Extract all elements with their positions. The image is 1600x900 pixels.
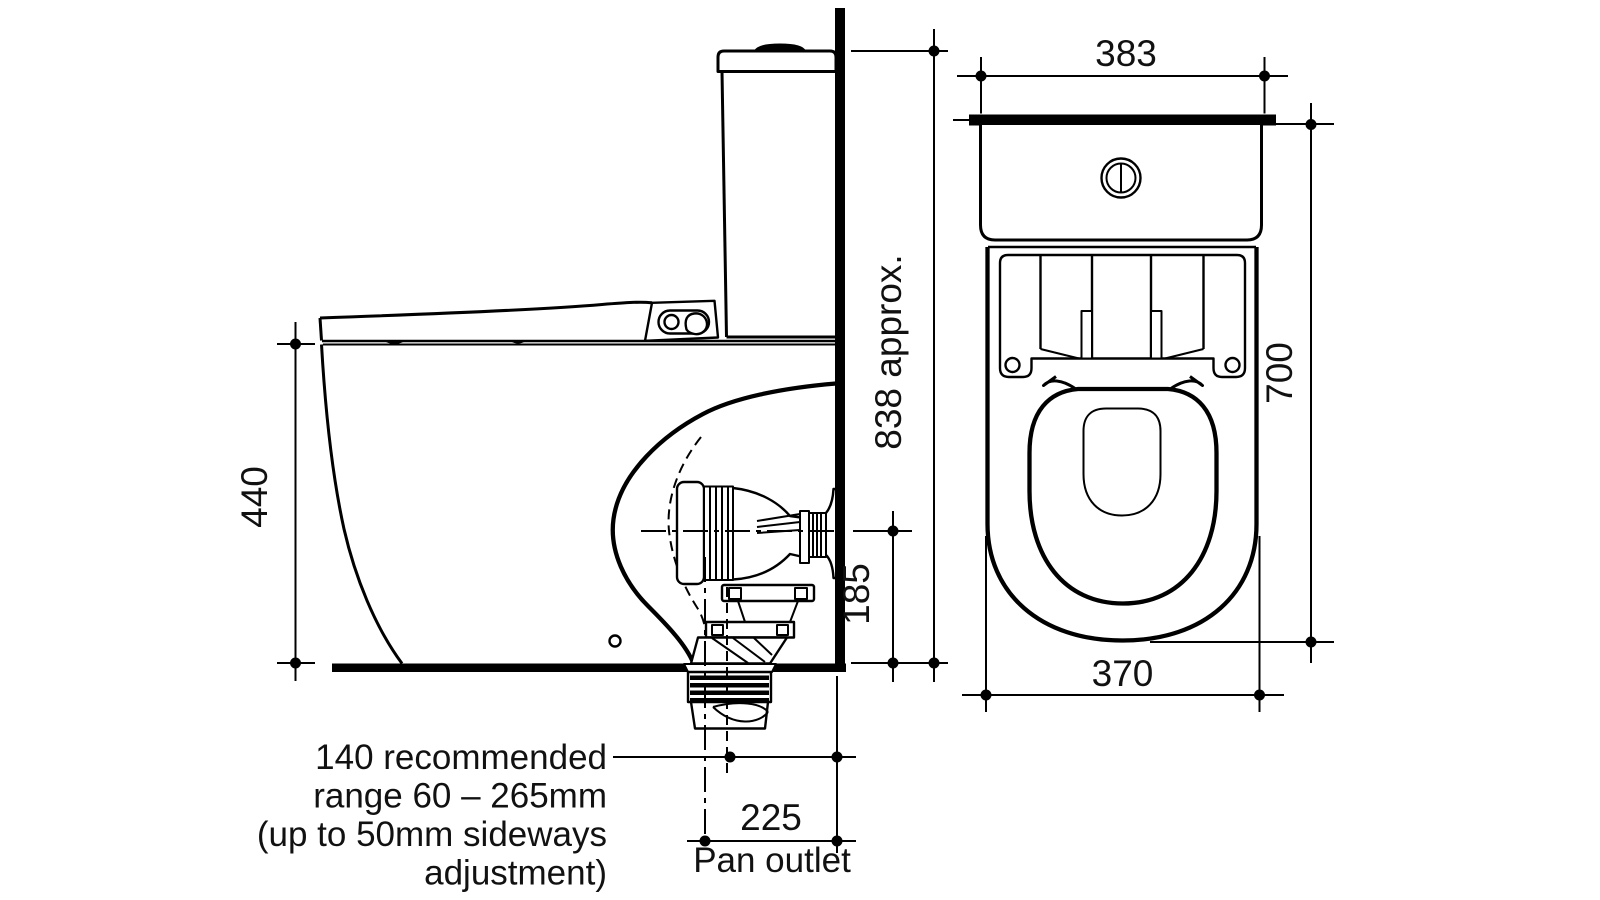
- coupling-flange: [825, 487, 836, 580]
- note-line-4: adjustment): [424, 854, 607, 893]
- dim-dot: [1305, 636, 1317, 648]
- floor-line-right: [770, 663, 846, 672]
- dim-370: 370: [962, 536, 1284, 712]
- floor-line-left: [332, 663, 689, 672]
- hinge-screw-icon: [663, 313, 680, 331]
- hinge-pad-slants: [1040, 348, 1204, 360]
- dim-225-label: 225: [740, 797, 802, 838]
- dim-dot: [1305, 119, 1317, 130]
- seat-bumper: [384, 341, 405, 344]
- dim-185: 185: [836, 511, 912, 682]
- outlet-rib: [690, 698, 769, 702]
- cistern-lid: [716, 49, 838, 73]
- connector-plate: [799, 510, 810, 564]
- seat-bumper: [510, 341, 526, 344]
- bracket-clip: [776, 624, 789, 636]
- bracket-clip: [711, 624, 724, 636]
- side-view: 440 838 approx. 185: [234, 8, 948, 893]
- pan-front-curve: [320, 344, 404, 665]
- hidden-trap-line: [667, 436, 707, 638]
- pan-side: [320, 344, 837, 665]
- dim-dot: [887, 525, 899, 537]
- dim-440: 440: [234, 322, 315, 681]
- pan-fixing-hole: [608, 634, 622, 648]
- dim-dot: [1259, 70, 1270, 82]
- hinge-teardrop-icon: [684, 312, 709, 336]
- dim-dot: [724, 751, 736, 763]
- hinge-screw-icon: [1004, 356, 1021, 374]
- hinge-assembly-plan: [998, 253, 1247, 379]
- hinge-divider-lines: [1039, 255, 1205, 359]
- bracket-clip: [794, 587, 808, 600]
- dim-185-label: 185: [836, 563, 877, 625]
- connector-rib-lines: [709, 487, 729, 580]
- pan-outlet-label: Pan outlet: [693, 841, 851, 880]
- hinge-tab: [1150, 310, 1163, 360]
- hinge-tab: [1080, 310, 1093, 360]
- bracket-neck: [737, 600, 799, 623]
- outlet-note: 140 recommended range 60 – 265mm (up to …: [257, 738, 607, 893]
- cistern-side: [716, 43, 838, 339]
- flush-button-side: [754, 43, 806, 51]
- dim-dot: [290, 657, 301, 669]
- bracket-upper-plate: [720, 583, 816, 603]
- dim-dot: [928, 657, 940, 669]
- dim-383-label: 383: [1095, 33, 1157, 74]
- seat-lid-side: [318, 299, 835, 346]
- connector-disc: [675, 480, 706, 586]
- connector-body: [732, 486, 802, 581]
- hinge-screw-icon: [1224, 356, 1241, 374]
- pan-outlet-pipe: [683, 663, 777, 730]
- dim-838: 838 approx.: [851, 29, 948, 682]
- elbow-hatch-lines: [711, 637, 773, 664]
- dim-dot: [975, 70, 987, 82]
- outlet-mechanism: [675, 480, 836, 665]
- coupling-rib-lines: [812, 513, 822, 557]
- dim-dot: [928, 45, 940, 57]
- seat-plan: [1027, 375, 1219, 606]
- seat-wing-left: [1042, 375, 1076, 390]
- note-line-1: 140 recommended: [315, 738, 607, 777]
- bowl-inner-outline: [1082, 407, 1162, 517]
- outlet-rib: [690, 683, 769, 688]
- dim-dot: [980, 689, 992, 701]
- dim-dot: [290, 338, 301, 350]
- bowl-back-curve: [610, 381, 837, 665]
- note-line-3: (up to 50mm sideways: [257, 815, 607, 854]
- dim-dot: [887, 657, 899, 669]
- dim-440-label: 440: [234, 466, 275, 528]
- top-view: 383: [953, 33, 1334, 712]
- note-line-2: range 60 – 265mm: [313, 777, 607, 816]
- dim-225: 225 Pan outlet: [687, 797, 856, 880]
- dim-370-label: 370: [1092, 653, 1154, 694]
- dim-140-leader: [613, 676, 856, 853]
- lid-front-edge: [318, 317, 323, 341]
- dim-383: 383: [957, 33, 1288, 114]
- dim-dot: [699, 835, 711, 847]
- cistern-plan: [979, 125, 1263, 242]
- dim-700-label: 700: [1259, 342, 1300, 404]
- outlet-rib: [690, 690, 769, 695]
- lid-top-edge: [319, 300, 653, 320]
- bracket-clip: [728, 587, 742, 600]
- dim-dot: [1254, 689, 1265, 701]
- seat-wing-right: [1170, 375, 1204, 390]
- dim-dot: [831, 835, 843, 847]
- hinge-outline: [998, 253, 1247, 379]
- cistern-front-face: [720, 71, 728, 338]
- wall-line: [835, 8, 845, 672]
- dim-838-label: 838 approx.: [868, 254, 909, 449]
- outlet-rib: [690, 675, 769, 680]
- outlet-swirl: [712, 702, 769, 723]
- wall-bar: [969, 114, 1276, 126]
- dim-700: 700: [1150, 103, 1334, 663]
